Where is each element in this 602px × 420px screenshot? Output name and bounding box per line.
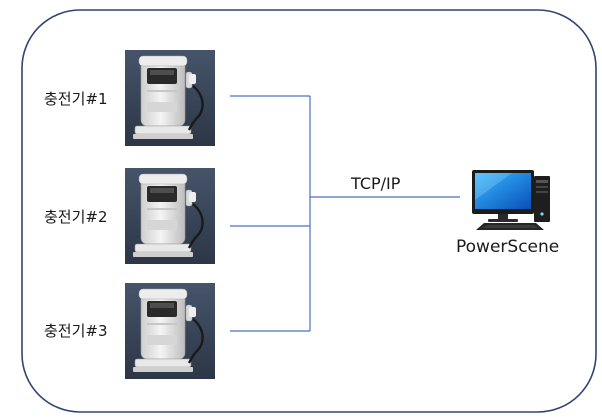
diagram-frame [21, 9, 597, 413]
ev-charger-icon-1 [125, 50, 215, 146]
charger-label-3: 충전기#3 [44, 322, 108, 340]
server-label: PowerScene [456, 237, 559, 257]
ev-charger-icon-3 [125, 283, 215, 379]
charger-label-1: 충전기#1 [44, 90, 108, 108]
ev-charger-icon-2 [125, 168, 215, 264]
desktop-computer-icon [472, 170, 550, 230]
link-label: TCP/IP [350, 174, 401, 193]
charger-label-2: 충전기#2 [44, 208, 108, 226]
connection-lines [230, 95, 460, 332]
